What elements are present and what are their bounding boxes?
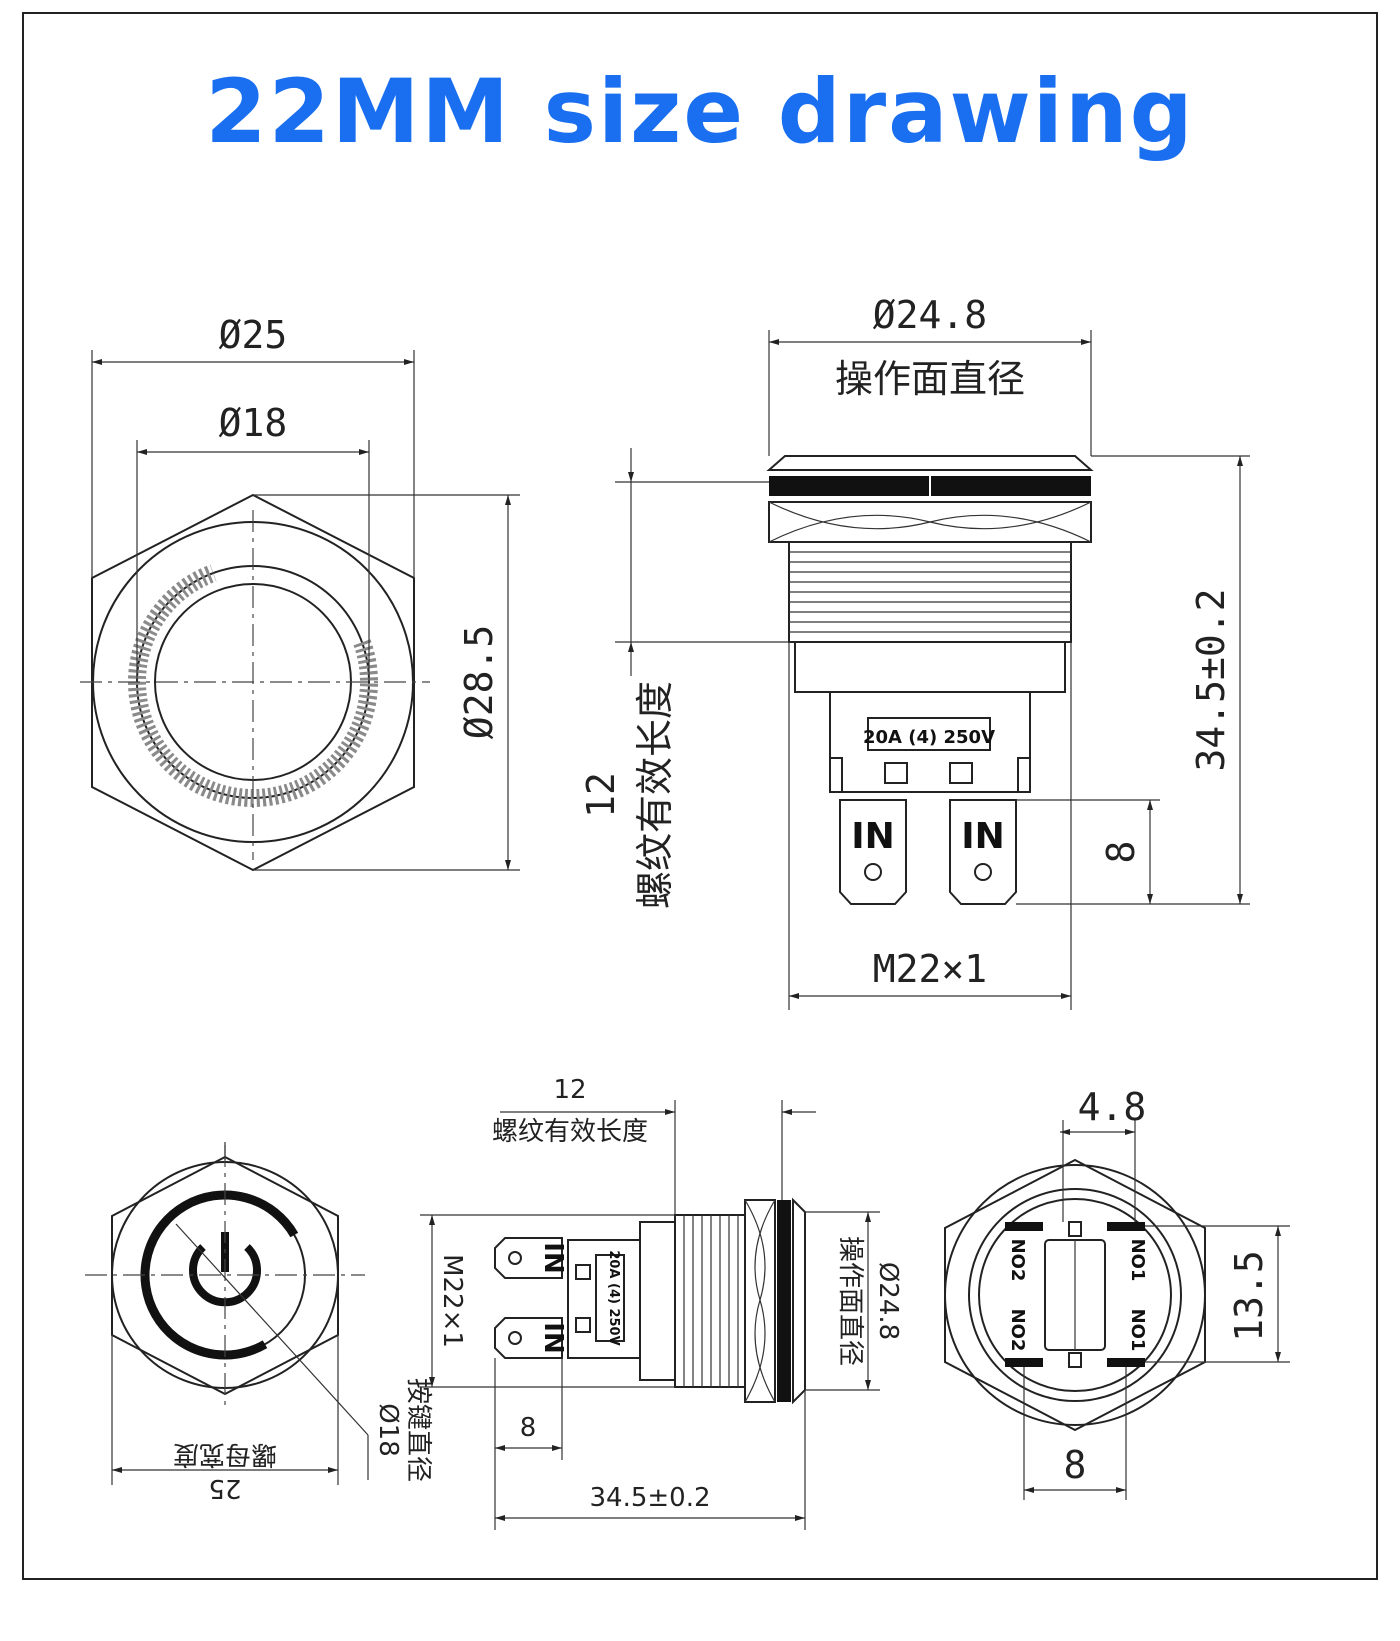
terminal-in-1: IN [851,816,895,857]
thread-length-label-bottom: 螺纹有效长度 [492,1117,648,1147]
dim-d24-8: Ø24.8 [873,293,987,337]
terminal-in-4: IN [538,1322,568,1353]
rating-label: 20A (4) 250V [863,727,995,748]
dim-total-length: 34.5±0.2 [1189,588,1233,771]
leader-line [175,1223,369,1436]
dim-d24-8-bottom: Ø24.8 [873,1262,903,1340]
dome-cap [766,455,1094,471]
dim-thread-length-bottom: 12 [553,1075,586,1105]
dim-thread-length: 12 [579,772,623,818]
pin-no2-top [1005,1222,1043,1231]
dim-button-d18: Ø18 [373,1403,403,1457]
dim-pin-width: 4.8 [1078,1085,1147,1129]
thread-length-label: 螺纹有效长度 [633,681,677,909]
gasket-horizontal [777,1200,791,1402]
dim-pin-height: 13.5 [1227,1250,1271,1342]
switch-housing [829,691,1031,793]
nut-width-label: 螺母宽度 [173,1439,277,1469]
dim-d25: Ø25 [219,313,288,357]
dim-pin-spacing: 8 [1064,1443,1087,1487]
dim-thread: M22×1 [873,947,987,991]
thread-horizontal [674,1214,746,1388]
terminal-left [839,799,907,905]
label-no1-a: NO1 [1127,1239,1148,1282]
dome-horizontal [792,1197,806,1405]
led-ring-arc [140,1190,299,1360]
front-view: Ø25 Ø18 Ø28.5 [80,313,520,872]
dim-thread-bottom: M22×1 [437,1254,467,1348]
pin-no2-bottom [1005,1358,1043,1367]
dim-nut-25: 25 [208,1473,241,1503]
power-button-view: Ø18 按键直径 25 螺母宽度 [85,1142,433,1503]
button-diameter-label: 按键直径 [403,1378,433,1482]
label-no2-b: NO2 [1007,1309,1028,1352]
terminal-bottom [494,1317,563,1359]
face-diameter-label-bottom: 操作面直径 [835,1236,865,1366]
label-no2-a: NO2 [1007,1239,1028,1282]
dim-d28-5: Ø28.5 [457,625,501,739]
label-no1-b: NO1 [1127,1309,1148,1352]
rear-view: NO2 NO2 NO1 NO1 4.8 13.5 8 [944,1085,1290,1500]
terminal-top [494,1237,563,1279]
rating-label-small: 20A (4) 250V [606,1250,621,1345]
terminal-in-2: IN [961,816,1005,857]
dim-terminal-length: 8 [1099,841,1143,864]
dim-d18: Ø18 [219,401,288,445]
drawing-frame [22,12,1378,1580]
side-view: 20A (4) 250V IN IN Ø24.8 操作面直径 34.5±0.2 … [579,293,1250,1010]
hex-nut-rear [944,1158,1206,1432]
terminal-in-3: IN [538,1242,568,1273]
led-ring [128,564,378,807]
pin-no1-top [1107,1222,1145,1231]
dim-total-bottom: 34.5±0.2 [589,1483,710,1513]
pin-no1-bottom [1107,1358,1145,1367]
side-view-horizontal: IN IN 20A (4) 250V 12 螺纹有效长度 [420,1075,903,1530]
page-title: 22MM size drawing [205,60,1195,163]
dim-terminal-bottom: 8 [520,1413,537,1443]
face-diameter-label: 操作面直径 [835,357,1025,401]
